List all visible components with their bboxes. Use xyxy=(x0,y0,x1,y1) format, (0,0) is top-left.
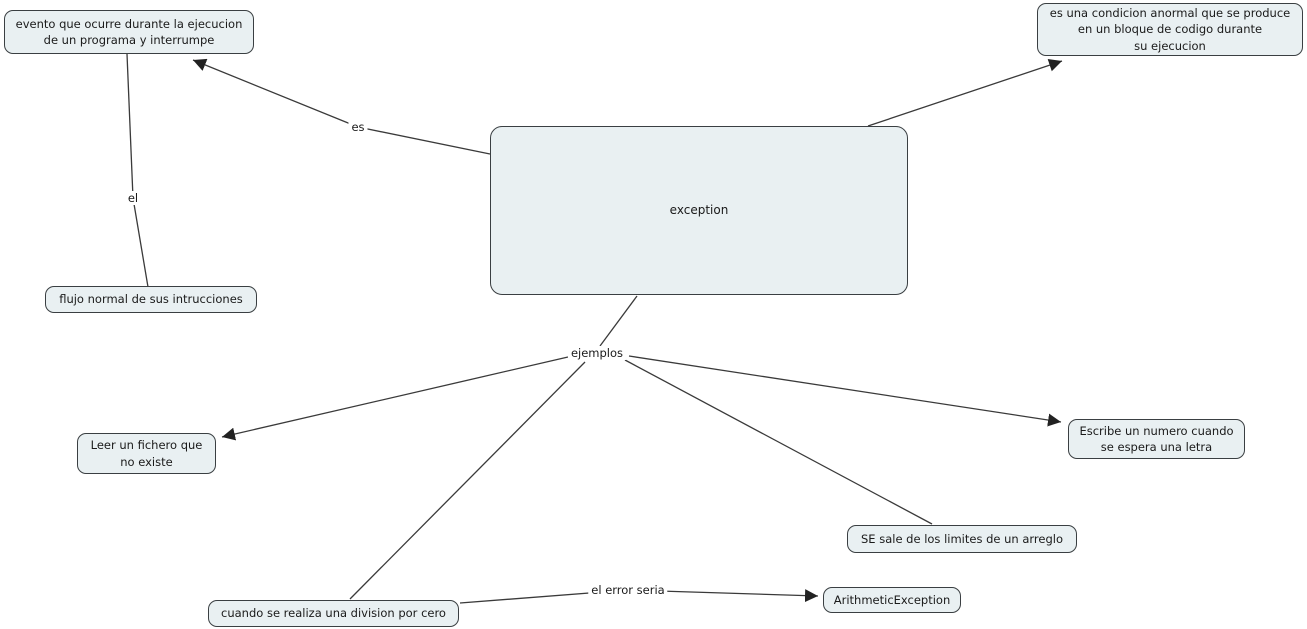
edge-ejemplos-escribe xyxy=(628,355,1062,427)
node-flujo-normal[interactable]: flujo normal de sus intrucciones xyxy=(45,286,257,313)
node-exception[interactable]: exception xyxy=(490,126,908,295)
edge-ejemplos-division xyxy=(349,361,586,600)
node-arithmetic-exception[interactable]: ArithmeticException xyxy=(823,587,961,613)
node-condicion-anormal[interactable]: es una condicion anormal que se produce … xyxy=(1037,3,1303,56)
edge-exception-es xyxy=(357,126,491,155)
node-evento[interactable]: evento que ocurre durante la ejecucion d… xyxy=(4,10,254,54)
edge-label-el-error-seria[interactable]: el error seria xyxy=(588,583,668,597)
edge-evento-el xyxy=(126,53,134,199)
edge-label-el[interactable]: el xyxy=(124,191,142,205)
edge-el-flujo xyxy=(132,197,149,288)
node-division-por-cero[interactable]: cuando se realiza una division por cero xyxy=(208,600,459,627)
edge-label-es[interactable]: es xyxy=(348,120,368,134)
edge-ejemplos-sesale xyxy=(624,359,933,525)
node-sale-limites-arreglo[interactable]: SE sale de los limites de un arreglo xyxy=(847,525,1077,553)
node-leer-fichero[interactable]: Leer un fichero que no existe xyxy=(77,433,216,474)
edge-exception-ejemplos xyxy=(599,295,638,347)
node-escribe-numero[interactable]: Escribe un numero cuando se espera una l… xyxy=(1068,419,1245,459)
edge-label-ejemplos[interactable]: ejemplos xyxy=(567,346,627,360)
edge-ejemplos-leer xyxy=(221,356,569,441)
edge-es-evento xyxy=(192,58,359,128)
edge-exception-condicion xyxy=(867,58,1063,127)
